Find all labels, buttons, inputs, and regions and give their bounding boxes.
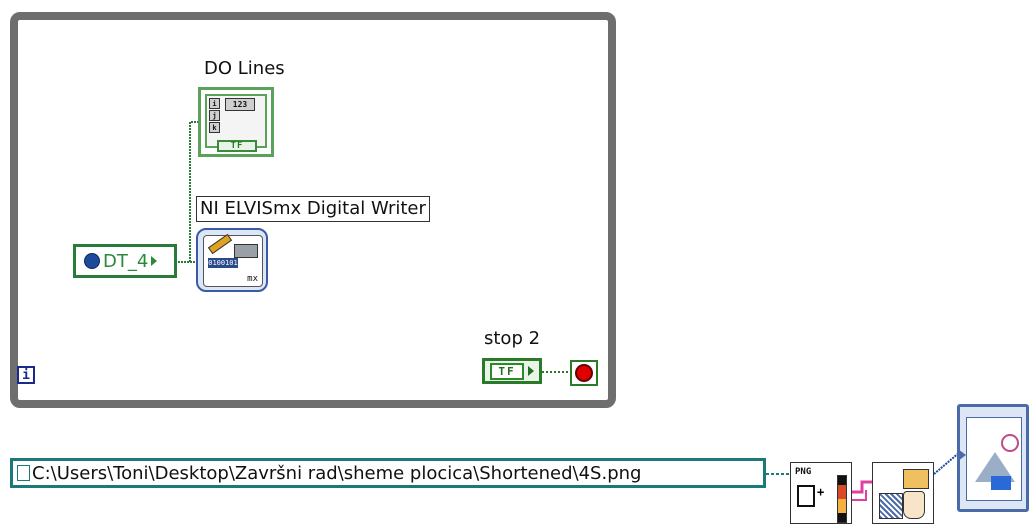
index-k-box: k xyxy=(209,122,220,133)
dt-constant[interactable]: DT_4 xyxy=(73,244,177,278)
png-glyph: PNG xyxy=(795,467,812,477)
iteration-glyph: i xyxy=(22,367,30,383)
square-icon xyxy=(991,476,1011,490)
color-bar-icon xyxy=(837,475,847,523)
digital-data-glyph: 0100101 xyxy=(208,258,238,268)
loop-iteration-terminal[interactable]: i xyxy=(17,366,35,384)
boolean-glyph: TF xyxy=(217,140,257,152)
do-lines-array-indicator[interactable]: i j k 123 TF xyxy=(198,87,274,157)
device-icon xyxy=(234,244,258,258)
stop-2-control[interactable]: TF xyxy=(482,358,542,384)
picture-indicator[interactable] xyxy=(957,404,1029,512)
path-icon xyxy=(17,465,30,481)
while-loop[interactable] xyxy=(10,12,616,408)
index-i-box: i xyxy=(209,98,220,109)
numeric-glyph: 123 xyxy=(225,98,255,111)
globe-icon xyxy=(84,253,100,269)
picture-canvas xyxy=(966,417,1022,501)
express-vi-label: NI ELVISmx Digital Writer xyxy=(196,196,430,222)
mx-glyph: mx xyxy=(247,274,258,284)
do-lines-label: DO Lines xyxy=(204,58,285,79)
picture-icon xyxy=(903,469,929,489)
stop-control-label: stop 2 xyxy=(484,328,541,349)
read-png-file-vi[interactable]: PNG + xyxy=(790,462,852,524)
wire-draw-to-picture xyxy=(933,451,961,475)
hand-icon xyxy=(903,491,925,519)
pencil-icon xyxy=(207,233,233,255)
document-icon xyxy=(797,485,815,507)
circle-icon xyxy=(1001,434,1019,452)
path-constant[interactable]: C:\Users\Toni\Desktop\Završni rad\sheme … xyxy=(10,458,766,488)
stop-tf-glyph: TF xyxy=(490,362,524,380)
draw-flattened-pixmap-vi[interactable] xyxy=(872,462,934,524)
loop-condition-terminal[interactable] xyxy=(570,360,598,386)
stop-icon xyxy=(575,364,593,382)
wire-png-to-draw xyxy=(852,480,872,494)
vi-face: 0100101 mx xyxy=(203,233,263,287)
plus-glyph: + xyxy=(817,485,825,499)
input-arrow-icon xyxy=(958,449,966,461)
index-j-box: j xyxy=(209,110,220,121)
wire-png-to-draw-2 xyxy=(852,490,867,501)
elvismx-digital-writer-vi[interactable]: 0100101 mx xyxy=(196,228,268,292)
pixmap-icon xyxy=(879,493,903,519)
path-constant-value: C:\Users\Toni\Desktop\Završni rad\sheme … xyxy=(32,462,642,484)
output-arrow-icon xyxy=(527,366,534,376)
array-inner: i j k 123 xyxy=(205,94,267,148)
dt-constant-value: DT_4 xyxy=(103,250,149,272)
output-arrow-icon xyxy=(151,256,158,266)
